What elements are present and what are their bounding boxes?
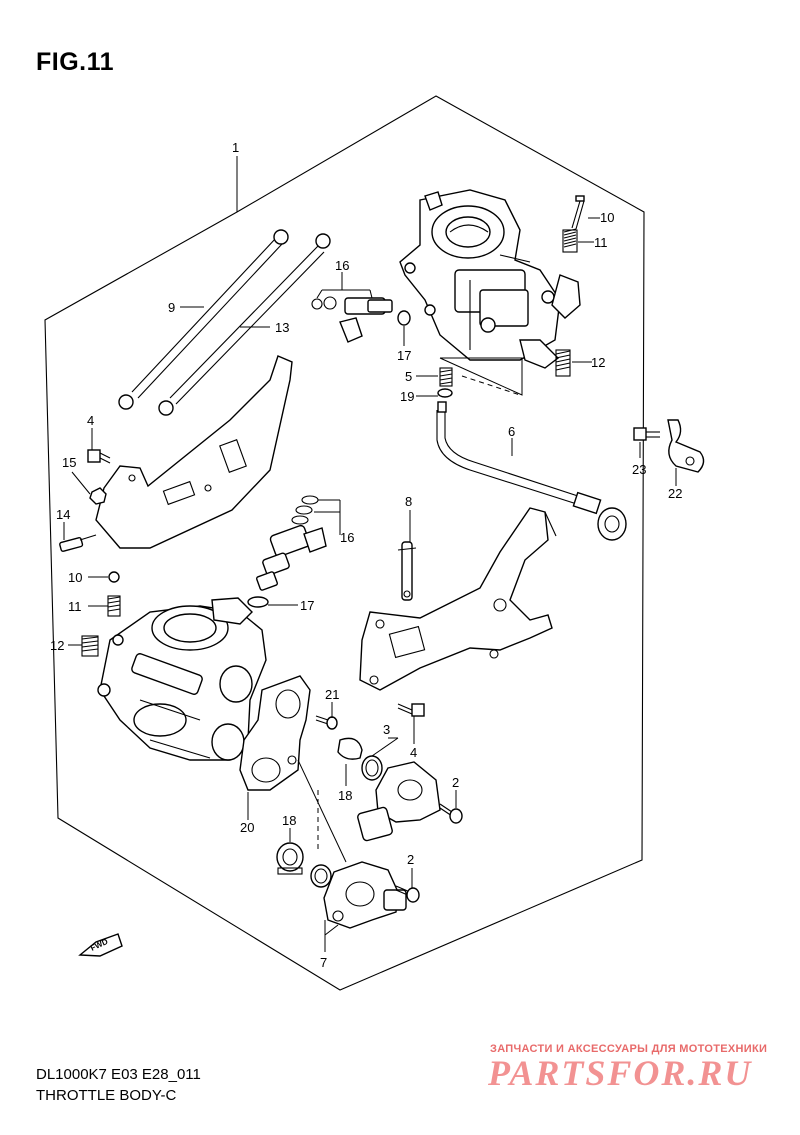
bolt-4-left	[87, 449, 111, 464]
callout-5: 5	[405, 369, 412, 384]
throttle-body-lower	[97, 597, 267, 761]
callout-16-lower: 16	[340, 530, 354, 545]
callout-10-upper: 10	[600, 210, 614, 225]
callout-1: 1	[232, 140, 239, 155]
rod-13	[158, 233, 331, 416]
sensor-upper	[357, 761, 441, 842]
stud-14	[59, 534, 97, 552]
callout-18-upper: 18	[338, 788, 352, 803]
callout-9: 9	[168, 300, 175, 315]
callout-14: 14	[56, 507, 70, 522]
callout-11-upper: 11	[594, 235, 608, 250]
watermark-brand: PARTSFOR.RU	[488, 1053, 753, 1093]
assembly-outline	[44, 95, 645, 991]
fwd-arrow-icon: FWD	[78, 933, 123, 957]
callout-4-right: 4	[410, 745, 417, 760]
callout-10-lower: 10	[68, 570, 82, 585]
diagram-caption: THROTTLE BODY-C	[36, 1087, 177, 1104]
callout-labels: 1 10 11 16 9 13 17 12 5 19 6 4 15 14 23 …	[50, 140, 682, 970]
screw-10-lower	[108, 571, 120, 583]
screw-21	[315, 715, 338, 730]
screw-2-upper	[439, 803, 463, 824]
pipe-6	[436, 401, 627, 541]
spring-12-lower	[81, 635, 99, 657]
spring-11-lower	[107, 595, 121, 617]
o-ring-17-lower	[247, 596, 269, 608]
screw-2-lower	[395, 885, 420, 903]
callout-7: 7	[320, 955, 327, 970]
bolt-23	[633, 427, 660, 441]
callout-16-upper: 16	[335, 258, 349, 273]
nut-15	[89, 487, 107, 505]
strap-8	[397, 541, 417, 601]
figure-title: FIG.11	[36, 48, 115, 76]
callout-3: 3	[383, 722, 390, 737]
throttle-body-upper	[399, 189, 581, 369]
callout-12-lower: 12	[50, 638, 64, 653]
washer-19	[437, 388, 453, 398]
bracket-left	[95, 355, 293, 549]
callout-18-lower: 18	[282, 813, 296, 828]
plate-20	[239, 675, 311, 791]
spring-5	[439, 367, 453, 387]
leader-lines	[63, 156, 677, 952]
o-ring-3	[361, 755, 383, 781]
callout-8: 8	[405, 494, 412, 509]
spring-12-upper	[555, 349, 571, 377]
injector-16-upper	[311, 289, 393, 343]
callout-21: 21	[325, 687, 339, 702]
watermark-tagline: ЗАПЧАСТИ И АКСЕССУАРЫ ДЛЯ МОТОТЕХНИКИ	[490, 1043, 768, 1055]
callout-6: 6	[508, 424, 515, 439]
callout-4-left: 4	[87, 413, 94, 428]
callout-23: 23	[632, 462, 646, 477]
model-code: DL1000K7 E03 E28_011	[36, 1066, 201, 1083]
callout-12-upper: 12	[591, 355, 605, 370]
injector-16-lower	[256, 495, 341, 591]
callout-22: 22	[668, 486, 682, 501]
callout-2-upper: 2	[452, 775, 459, 790]
bracket-right	[359, 507, 557, 691]
callout-2-lower: 2	[407, 852, 414, 867]
sensor-7	[323, 861, 407, 929]
callout-15: 15	[62, 455, 76, 470]
callout-20: 20	[240, 820, 254, 835]
callout-17-lower: 17	[300, 598, 314, 613]
o-ring-lower	[310, 864, 332, 888]
o-ring-17-upper	[397, 310, 411, 326]
spring-11-upper	[562, 228, 578, 253]
bracket-22	[667, 419, 705, 473]
callout-11-lower: 11	[68, 599, 82, 614]
clip-18-upper	[337, 737, 363, 760]
screw-10-upper	[571, 195, 585, 230]
rod-9	[118, 229, 289, 410]
callout-13: 13	[275, 320, 289, 335]
clip-18-lower	[276, 842, 304, 875]
callout-19: 19	[400, 389, 414, 404]
callout-17-upper: 17	[397, 348, 411, 363]
bolt-4-right	[397, 703, 425, 717]
